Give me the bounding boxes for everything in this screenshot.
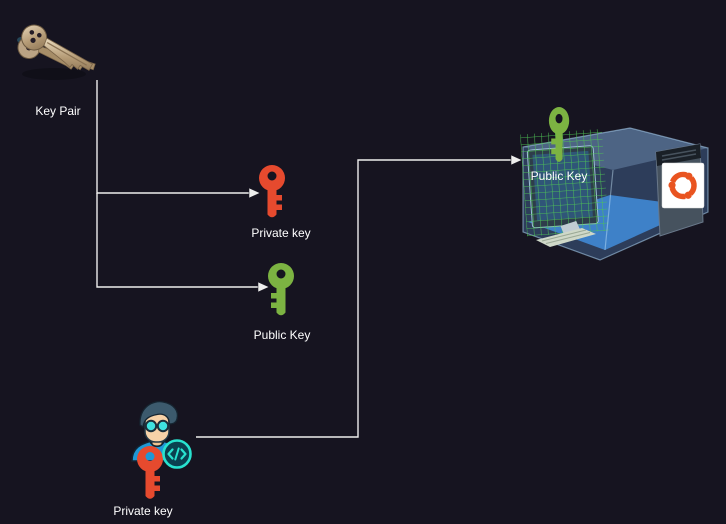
virtual-machine-icon xyxy=(520,107,709,261)
avatar-red-key-icon xyxy=(137,446,163,499)
red-key-icon xyxy=(259,165,285,218)
node-key-pair[interactable] xyxy=(12,24,107,84)
edge-developer-to-server xyxy=(196,159,511,438)
server-green-key-icon xyxy=(548,107,570,162)
label-private-key: Private key xyxy=(251,226,311,240)
metal-keys-icon xyxy=(17,24,96,80)
label-developer-private-key: Private key xyxy=(113,504,173,518)
ubuntu-logo-icon xyxy=(661,162,705,209)
edge-keypair-to-publickey xyxy=(96,193,258,288)
node-developer-private-key[interactable] xyxy=(126,394,226,508)
monitor-icon xyxy=(520,128,609,238)
label-public-key: Public Key xyxy=(253,328,311,342)
label-key-pair: Key Pair xyxy=(35,104,81,118)
edge-keypair-to-privatekey xyxy=(96,80,249,194)
glasses-icon xyxy=(144,419,170,433)
green-key-icon xyxy=(268,263,294,316)
node-public-key[interactable] xyxy=(263,262,299,318)
code-badge-icon xyxy=(162,439,192,469)
label-server-public-key: Public Key xyxy=(530,169,588,183)
node-ubuntu-server[interactable] xyxy=(510,100,722,268)
hair xyxy=(139,401,179,429)
developer-avatar-icon xyxy=(131,401,192,499)
node-private-key[interactable] xyxy=(254,164,290,220)
